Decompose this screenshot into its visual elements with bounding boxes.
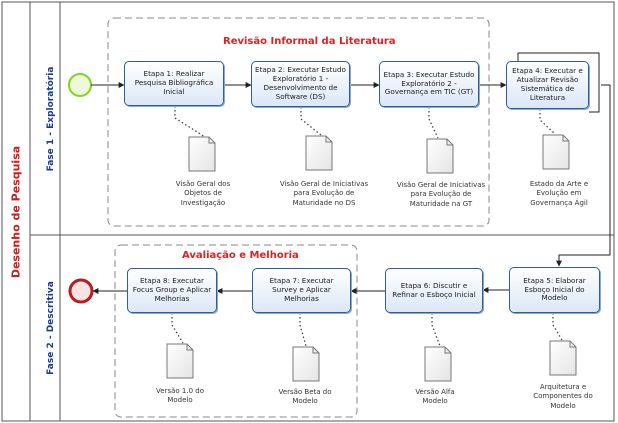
association-8 bbox=[171, 313, 184, 344]
task-etapa-6-label: Etapa 6: Discutir e Refinar o Esboço Ini… bbox=[392, 280, 476, 299]
start-event bbox=[68, 73, 92, 97]
group-avaliacao-title: Avaliação e Melhoria bbox=[182, 250, 299, 261]
document-label-5: Arquitetura e Componentes do Modelo bbox=[533, 383, 593, 410]
document-icon-4 bbox=[542, 134, 570, 170]
task-etapa-6[interactable]: Etapa 6: Discutir e Refinar o Esboço Ini… bbox=[385, 268, 483, 313]
association-4 bbox=[539, 109, 556, 135]
flow-etapa4-to-etapa5 bbox=[556, 84, 611, 267]
document-icon-2 bbox=[305, 135, 333, 171]
association-2 bbox=[300, 107, 322, 136]
lane-phase2: Fase 2 - Descritiva bbox=[42, 235, 60, 421]
task-etapa-7[interactable]: Etapa 7: Executar Survey e Aplicar Melho… bbox=[252, 268, 351, 313]
document-label-4: Estado da Arte e Evolução em Governança … bbox=[529, 180, 589, 207]
task-etapa-5-label: Etapa 5: Elaborar Esboço Inicial do Mode… bbox=[523, 275, 586, 303]
task-etapa-5[interactable]: Etapa 5: Elaborar Esboço Inicial do Mode… bbox=[509, 267, 600, 313]
document-label-1: Visão Geral dos Objetos de Investigação bbox=[175, 180, 231, 207]
document-label-6: Versão Alfa Modelo bbox=[415, 388, 455, 406]
task-etapa-2[interactable]: Etapa 2: Executar Estudo Exploratório 1 … bbox=[251, 61, 350, 107]
association-5 bbox=[552, 313, 563, 341]
association-1 bbox=[174, 106, 206, 138]
group-revisao bbox=[107, 17, 490, 227]
task-etapa-1[interactable]: Etapa 1: Realizar Pesquisa Bibliográfica… bbox=[124, 61, 224, 106]
task-etapa-4[interactable]: Etapa 4: Executar e Atualizar Revisão Si… bbox=[506, 61, 589, 109]
pool-title: Desenho de Pesquisa bbox=[3, 0, 28, 423]
task-etapa-8-label: Etapa 8: Executar Focus Group e Aplicar … bbox=[132, 276, 212, 303]
document-icon-5 bbox=[549, 340, 577, 376]
document-label-7: Versão Beta do Modelo bbox=[278, 388, 332, 406]
document-icon-1 bbox=[188, 136, 216, 172]
document-icon-8 bbox=[166, 343, 194, 379]
task-etapa-2-label: Etapa 2: Executar Estudo Exploratório 1 … bbox=[255, 65, 346, 101]
document-icon-6 bbox=[424, 346, 452, 382]
lane-phase2-title: Fase 2 - Descritiva bbox=[46, 281, 56, 375]
lane-phase1: Fase 1 - Exploratória bbox=[42, 2, 60, 235]
document-label-8: Versão 1.0 do Modelo bbox=[156, 387, 204, 405]
association-3 bbox=[428, 107, 439, 139]
loop-marker-etapa4 bbox=[517, 52, 600, 113]
task-etapa-1-label: Etapa 1: Realizar Pesquisa Bibliográfica… bbox=[134, 69, 214, 96]
document-label-3: Visão Geral de Iniciativas para Evolução… bbox=[396, 181, 486, 208]
group-revisao-title: Revisão Informal da Literatura bbox=[223, 36, 396, 47]
association-7 bbox=[299, 313, 307, 347]
lane-phase1-title: Fase 1 - Exploratória bbox=[46, 66, 56, 171]
pool-title-text: Desenho de Pesquisa bbox=[9, 145, 22, 278]
task-etapa-3[interactable]: Etapa 3: Executar Estudo Exploratório 2 … bbox=[379, 61, 479, 107]
association-6 bbox=[431, 313, 441, 347]
task-etapa-4-label: Etapa 4: Executar e Atualizar Revisão Si… bbox=[512, 66, 583, 102]
document-label-2: Visão Geral de Iniciativas para Evolução… bbox=[279, 180, 369, 207]
task-etapa-8[interactable]: Etapa 8: Executar Focus Group e Aplicar … bbox=[127, 268, 217, 313]
group-avaliacao bbox=[114, 244, 358, 418]
end-event bbox=[68, 278, 94, 304]
document-icon-3 bbox=[426, 138, 454, 174]
task-etapa-7-label: Etapa 7: Executar Survey e Aplicar Melho… bbox=[269, 276, 334, 303]
task-etapa-3-label: Etapa 3: Executar Estudo Exploratório 2 … bbox=[383, 69, 475, 97]
document-icon-7 bbox=[292, 346, 320, 382]
